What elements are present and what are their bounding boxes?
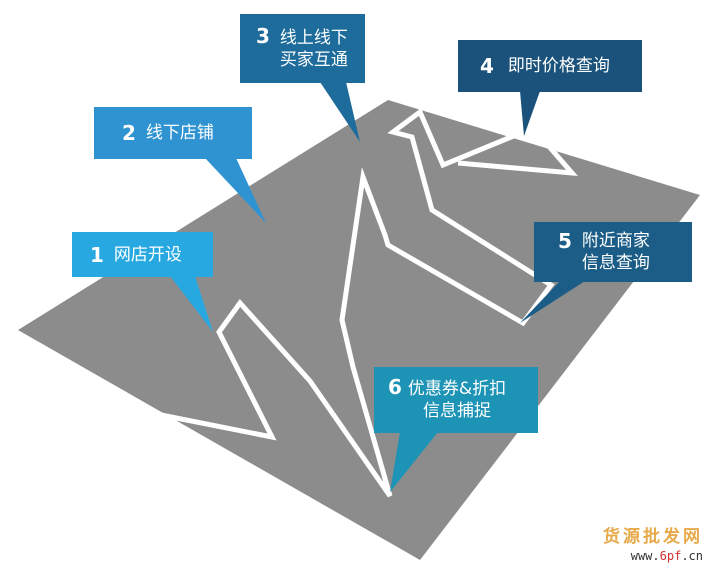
callout-4-pointer [520,91,540,136]
callout-3-number: 3 [256,24,270,48]
callout-2-number: 2 [122,121,136,145]
callout-5: 5 附近商家 信息查询 [534,222,692,282]
callout-6-line2: 信息捕捉 [423,401,492,421]
callout-1-number: 1 [90,242,104,267]
callout-3-line2: 买家互通 [279,49,348,70]
callout-6: 6 优惠券&折扣 信息捕捉 [374,367,538,433]
watermark: 货源批发网 www.6pf.cn [603,522,703,563]
road-path [135,108,578,498]
callout-5-number: 5 [558,229,572,253]
callout-5-line2: 信息查询 [581,253,650,273]
callout-6-label: 优惠券&折扣 信息捕捉 [408,378,506,422]
callout-3-line1: 线上线下 [279,27,348,48]
callout-1: 1 网店开设 [72,232,213,277]
callout-4: 4 即时价格查询 [458,40,642,92]
callout-3-pointer [320,82,360,142]
callout-2-pointer [205,158,266,223]
callout-4-number: 4 [480,54,494,78]
callout-2: 2 线下店铺 [94,107,252,159]
watermark-url: www.6pf.cn [603,549,703,563]
callout-6-number: 6 [388,375,402,399]
callout-5-label: 附近商家 信息查询 [582,230,650,274]
callout-5-line1: 附近商家 [581,231,650,251]
callout-3: 3 线上线下 买家互通 [240,14,365,83]
callout-1-label: 网店开设 [113,244,182,265]
callout-3-label: 线上线下 买家互通 [280,27,348,71]
watermark-url-mid: 6pf [659,549,682,563]
callout-2-label: 线下店铺 [145,123,214,143]
watermark-url-suffix: .cn [681,549,703,563]
callout-5-pointer [520,281,585,323]
callout-6-pointer [390,432,438,492]
watermark-url-prefix: www. [630,549,660,563]
callout-6-line1: 优惠券&折扣 [407,379,507,399]
callout-1-pointer [170,276,213,332]
callout-4-label: 即时价格查询 [507,56,610,76]
watermark-title: 货源批发网 [603,527,703,547]
gray-plane [18,100,700,560]
